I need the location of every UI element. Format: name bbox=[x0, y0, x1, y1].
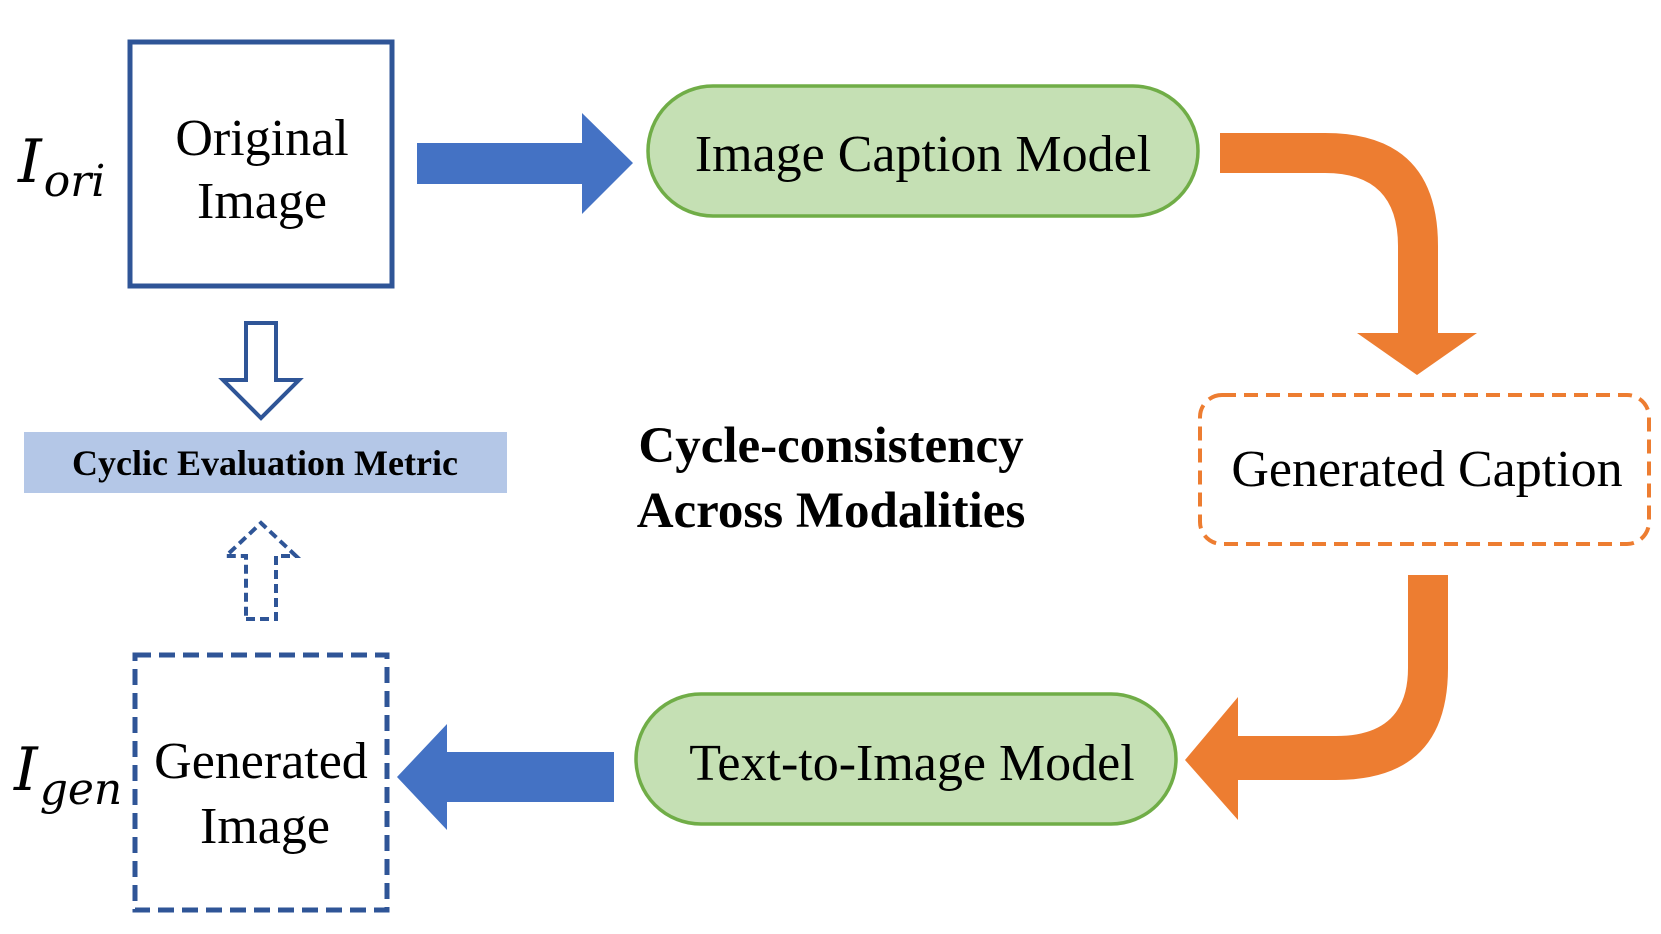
arrow-to-generated-caption bbox=[1220, 133, 1477, 375]
generated-image-box bbox=[132, 652, 390, 913]
cyclic-evaluation-metric-label: Cyclic Evaluation Metric bbox=[72, 443, 458, 483]
i-gen-sub: gen bbox=[40, 764, 123, 815]
original-image-box bbox=[127, 39, 395, 289]
image-caption-model-node bbox=[646, 84, 1200, 218]
i-ori-label: Iori bbox=[17, 127, 105, 207]
generated-image-label-line2: Image bbox=[200, 798, 330, 855]
image-caption-model-label: Image Caption Model bbox=[695, 126, 1151, 183]
arrow-to-caption-model bbox=[417, 113, 633, 214]
arrow-to-generated-image bbox=[397, 724, 614, 830]
arrow-original-to-metric bbox=[218, 321, 304, 421]
center-title-line1: Cycle-consistency bbox=[638, 418, 1023, 474]
arrow-generated-to-metric bbox=[220, 520, 302, 621]
cyclic-evaluation-metric-box bbox=[24, 432, 507, 493]
generated-caption-box bbox=[1198, 393, 1651, 546]
i-ori-sub: ori bbox=[44, 156, 106, 207]
i-gen-label: Igen bbox=[13, 735, 122, 815]
center-title-line2: Across Modalities bbox=[637, 483, 1026, 539]
original-image-label-line2: Image bbox=[197, 173, 327, 230]
generated-image-label-line1: Generated bbox=[154, 733, 368, 790]
generated-caption-label: Generated Caption bbox=[1231, 441, 1622, 498]
i-ori-base: I bbox=[17, 127, 43, 197]
arrow-to-t2i-model bbox=[1185, 575, 1448, 820]
text-to-image-model-label: Text-to-Image Model bbox=[689, 735, 1134, 792]
i-gen-base: I bbox=[13, 735, 39, 805]
text-to-image-model-node bbox=[634, 692, 1178, 826]
original-image-label-line1: Original bbox=[175, 110, 348, 167]
